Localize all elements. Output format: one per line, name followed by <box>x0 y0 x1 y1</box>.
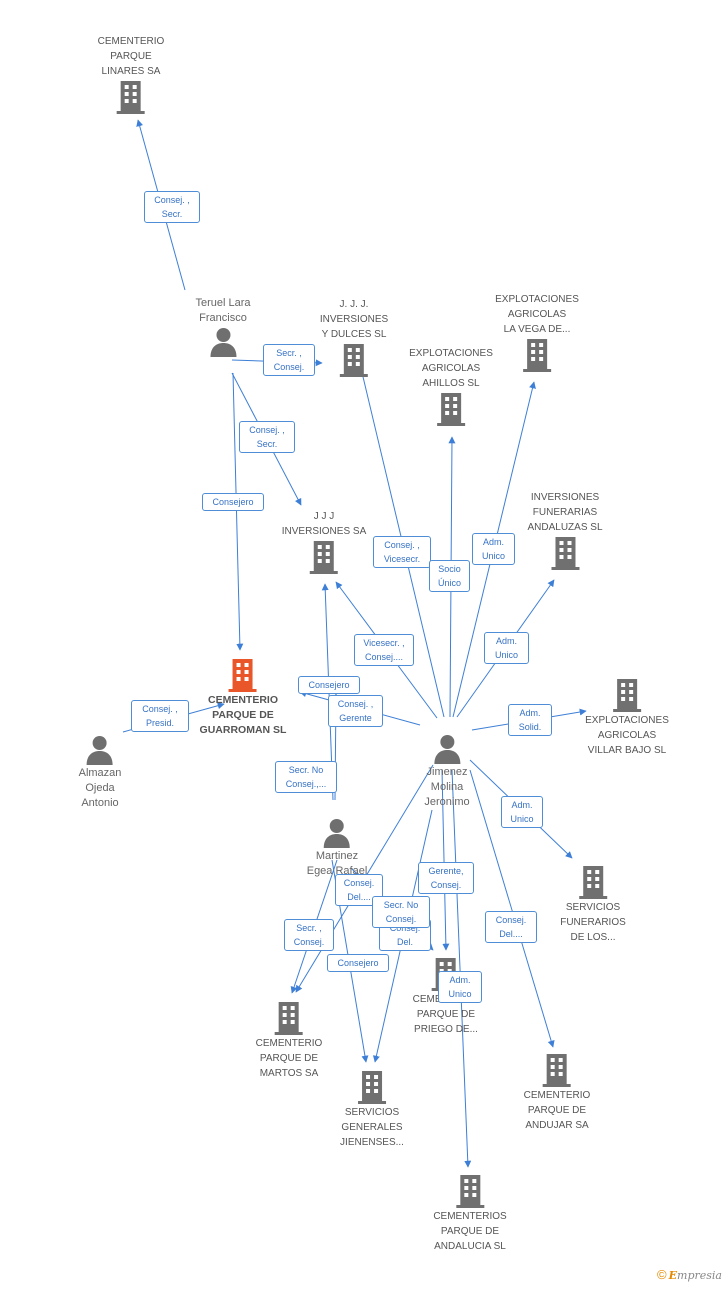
node-cementerio-parque-andujar[interactable]: CEMENTERIO PARQUE DE ANDUJAR SA <box>523 1052 591 1133</box>
node-label: J. J. J. INVERSIONES Y DULCES SL <box>319 299 389 340</box>
node-label: Almazan Ojeda Antonio <box>78 767 122 809</box>
building-icon <box>358 1071 386 1104</box>
relation-label[interactable]: Consej. , Vicesecr. <box>373 536 431 568</box>
node-label: Teruel Lara Francisco <box>195 297 251 324</box>
relation-label[interactable]: Adm. Unico <box>472 533 515 565</box>
node-person-martinez-egea[interactable]: Martinez Egea Rafael <box>307 817 367 879</box>
node-label: CEMENTERIO PARQUE DE MARTOS SA <box>255 1038 323 1079</box>
node-person-teruel-lara[interactable]: Teruel Lara Francisco <box>195 296 251 358</box>
node-label: SERVICIOS GENERALES JIENENSES... <box>340 1107 404 1148</box>
node-label: EXPLOTACIONES AGRICOLAS VILLAR BAJO SL <box>585 715 669 756</box>
node-cementerios-parque-andalucia[interactable]: CEMENTERIOS PARQUE DE ANDALUCIA SL <box>433 1173 507 1254</box>
node-label: INVERSIONES FUNERARIAS ANDALUZAS SL <box>527 492 603 533</box>
building-icon <box>116 81 145 114</box>
edge-teruel-guarroman <box>232 372 244 651</box>
relation-label[interactable]: Consej. , Secr. <box>239 421 295 453</box>
node-cementerio-parque-linares[interactable]: CEMENTERIO PARQUE LINARES SA <box>97 34 165 115</box>
node-explotaciones-la-vega[interactable]: EXPLOTACIONES AGRICOLAS LA VEGA DE... <box>495 292 579 373</box>
brand-name: mpresia <box>677 1269 722 1282</box>
building-icon <box>612 679 641 712</box>
building-icon <box>551 537 579 570</box>
person-icon <box>86 736 113 765</box>
relation-label[interactable]: Secr. , Consej. <box>263 344 315 376</box>
relation-label[interactable]: Consej. , Presid. <box>131 700 189 732</box>
building-icon <box>339 344 368 377</box>
building-icon <box>436 393 465 426</box>
node-label: SERVICIOS FUNERARIOS DE LOS... <box>560 902 626 943</box>
node-servicios-funerarios[interactable]: SERVICIOS FUNERARIOS DE LOS... <box>560 864 626 945</box>
node-label: CEMENTERIOS PARQUE DE ANDALUCIA SL <box>433 1211 507 1252</box>
relation-label[interactable]: Gerente, Consej. <box>418 862 474 894</box>
node-explotaciones-villar-bajo[interactable]: EXPLOTACIONES AGRICOLAS VILLAR BAJO SL <box>585 677 669 758</box>
node-inversiones-funerarias-andaluzas[interactable]: INVERSIONES FUNERARIAS ANDALUZAS SL <box>527 490 603 571</box>
relation-label[interactable]: Adm. Solid. <box>508 704 552 736</box>
node-jjj-inversiones-dulces[interactable]: J. J. J. INVERSIONES Y DULCES SL <box>320 297 388 378</box>
building-icon <box>522 339 551 372</box>
relation-label[interactable]: Socio Único <box>429 560 470 592</box>
node-cementerio-parque-martos[interactable]: CEMENTERIO PARQUE DE MARTOS SA <box>255 1000 323 1081</box>
node-label: EXPLOTACIONES AGRICOLAS LA VEGA DE... <box>495 294 579 335</box>
relation-label[interactable]: Vicesecr. , Consej.... <box>354 634 414 666</box>
node-cementerio-parque-guarroman[interactable]: CEMENTERIO PARQUE DE GUARROMAN SL <box>199 657 287 738</box>
relation-label[interactable]: Consejero <box>202 493 264 511</box>
relation-label[interactable]: Consej. Del.... <box>485 911 537 943</box>
person-icon <box>209 328 236 357</box>
relation-label[interactable]: Consejero <box>327 954 389 972</box>
node-jjj-inversiones-sa[interactable]: J J J INVERSIONES SA <box>282 509 366 575</box>
relation-label[interactable]: Adm. Unico <box>501 796 543 828</box>
person-icon <box>434 735 460 764</box>
building-icon <box>579 866 607 899</box>
node-label: CEMENTERIO PARQUE DE GUARROMAN SL <box>199 694 287 736</box>
edge-jimenez-andalucia <box>451 769 472 1168</box>
relation-label[interactable]: Secr. No Consej. <box>372 896 430 928</box>
node-explotaciones-ahillos[interactable]: EXPLOTACIONES AGRICOLAS AHILLOS SL <box>409 346 493 427</box>
relation-label[interactable]: Adm. Unico <box>438 971 482 1003</box>
relation-label[interactable]: Consej. , Gerente <box>328 695 383 727</box>
person-icon <box>323 819 350 848</box>
node-label: CEMENTERIO PARQUE LINARES SA <box>97 36 165 77</box>
brand-initial: E <box>668 1269 678 1282</box>
node-person-jimenez-molina[interactable]: Jimenez Molina Jeronimo <box>424 733 470 810</box>
edge-jimenez-priego <box>441 769 450 951</box>
copyright-icon: © <box>657 1267 667 1282</box>
building-icon <box>274 1002 303 1035</box>
building-icon <box>310 541 338 574</box>
node-person-almazan-ojeda[interactable]: Almazan Ojeda Antonio <box>78 734 122 811</box>
edge-jimenez-andujar <box>469 769 555 1048</box>
building-icon <box>228 659 257 692</box>
node-label: EXPLOTACIONES AGRICOLAS AHILLOS SL <box>409 348 493 389</box>
relation-label[interactable]: Consej. , Secr. <box>144 191 200 223</box>
relation-label[interactable]: Secr. No Consej.,... <box>275 761 337 793</box>
relation-label[interactable]: Adm. Unico <box>484 632 529 664</box>
relation-label[interactable]: Consejero <box>298 676 360 694</box>
node-label: Jimenez Molina Jeronimo <box>424 766 470 808</box>
relation-label[interactable]: Secr. , Consej. <box>284 919 334 951</box>
node-label: CEMENTERIO PARQUE DE ANDUJAR SA <box>523 1090 591 1131</box>
building-icon <box>542 1054 571 1087</box>
building-icon <box>456 1175 484 1208</box>
node-servicios-generales-jienenses[interactable]: SERVICIOS GENERALES JIENENSES... <box>340 1069 404 1150</box>
node-label: J J J INVERSIONES SA <box>281 511 367 537</box>
brand-logo: ©Empresia <box>657 1267 722 1282</box>
